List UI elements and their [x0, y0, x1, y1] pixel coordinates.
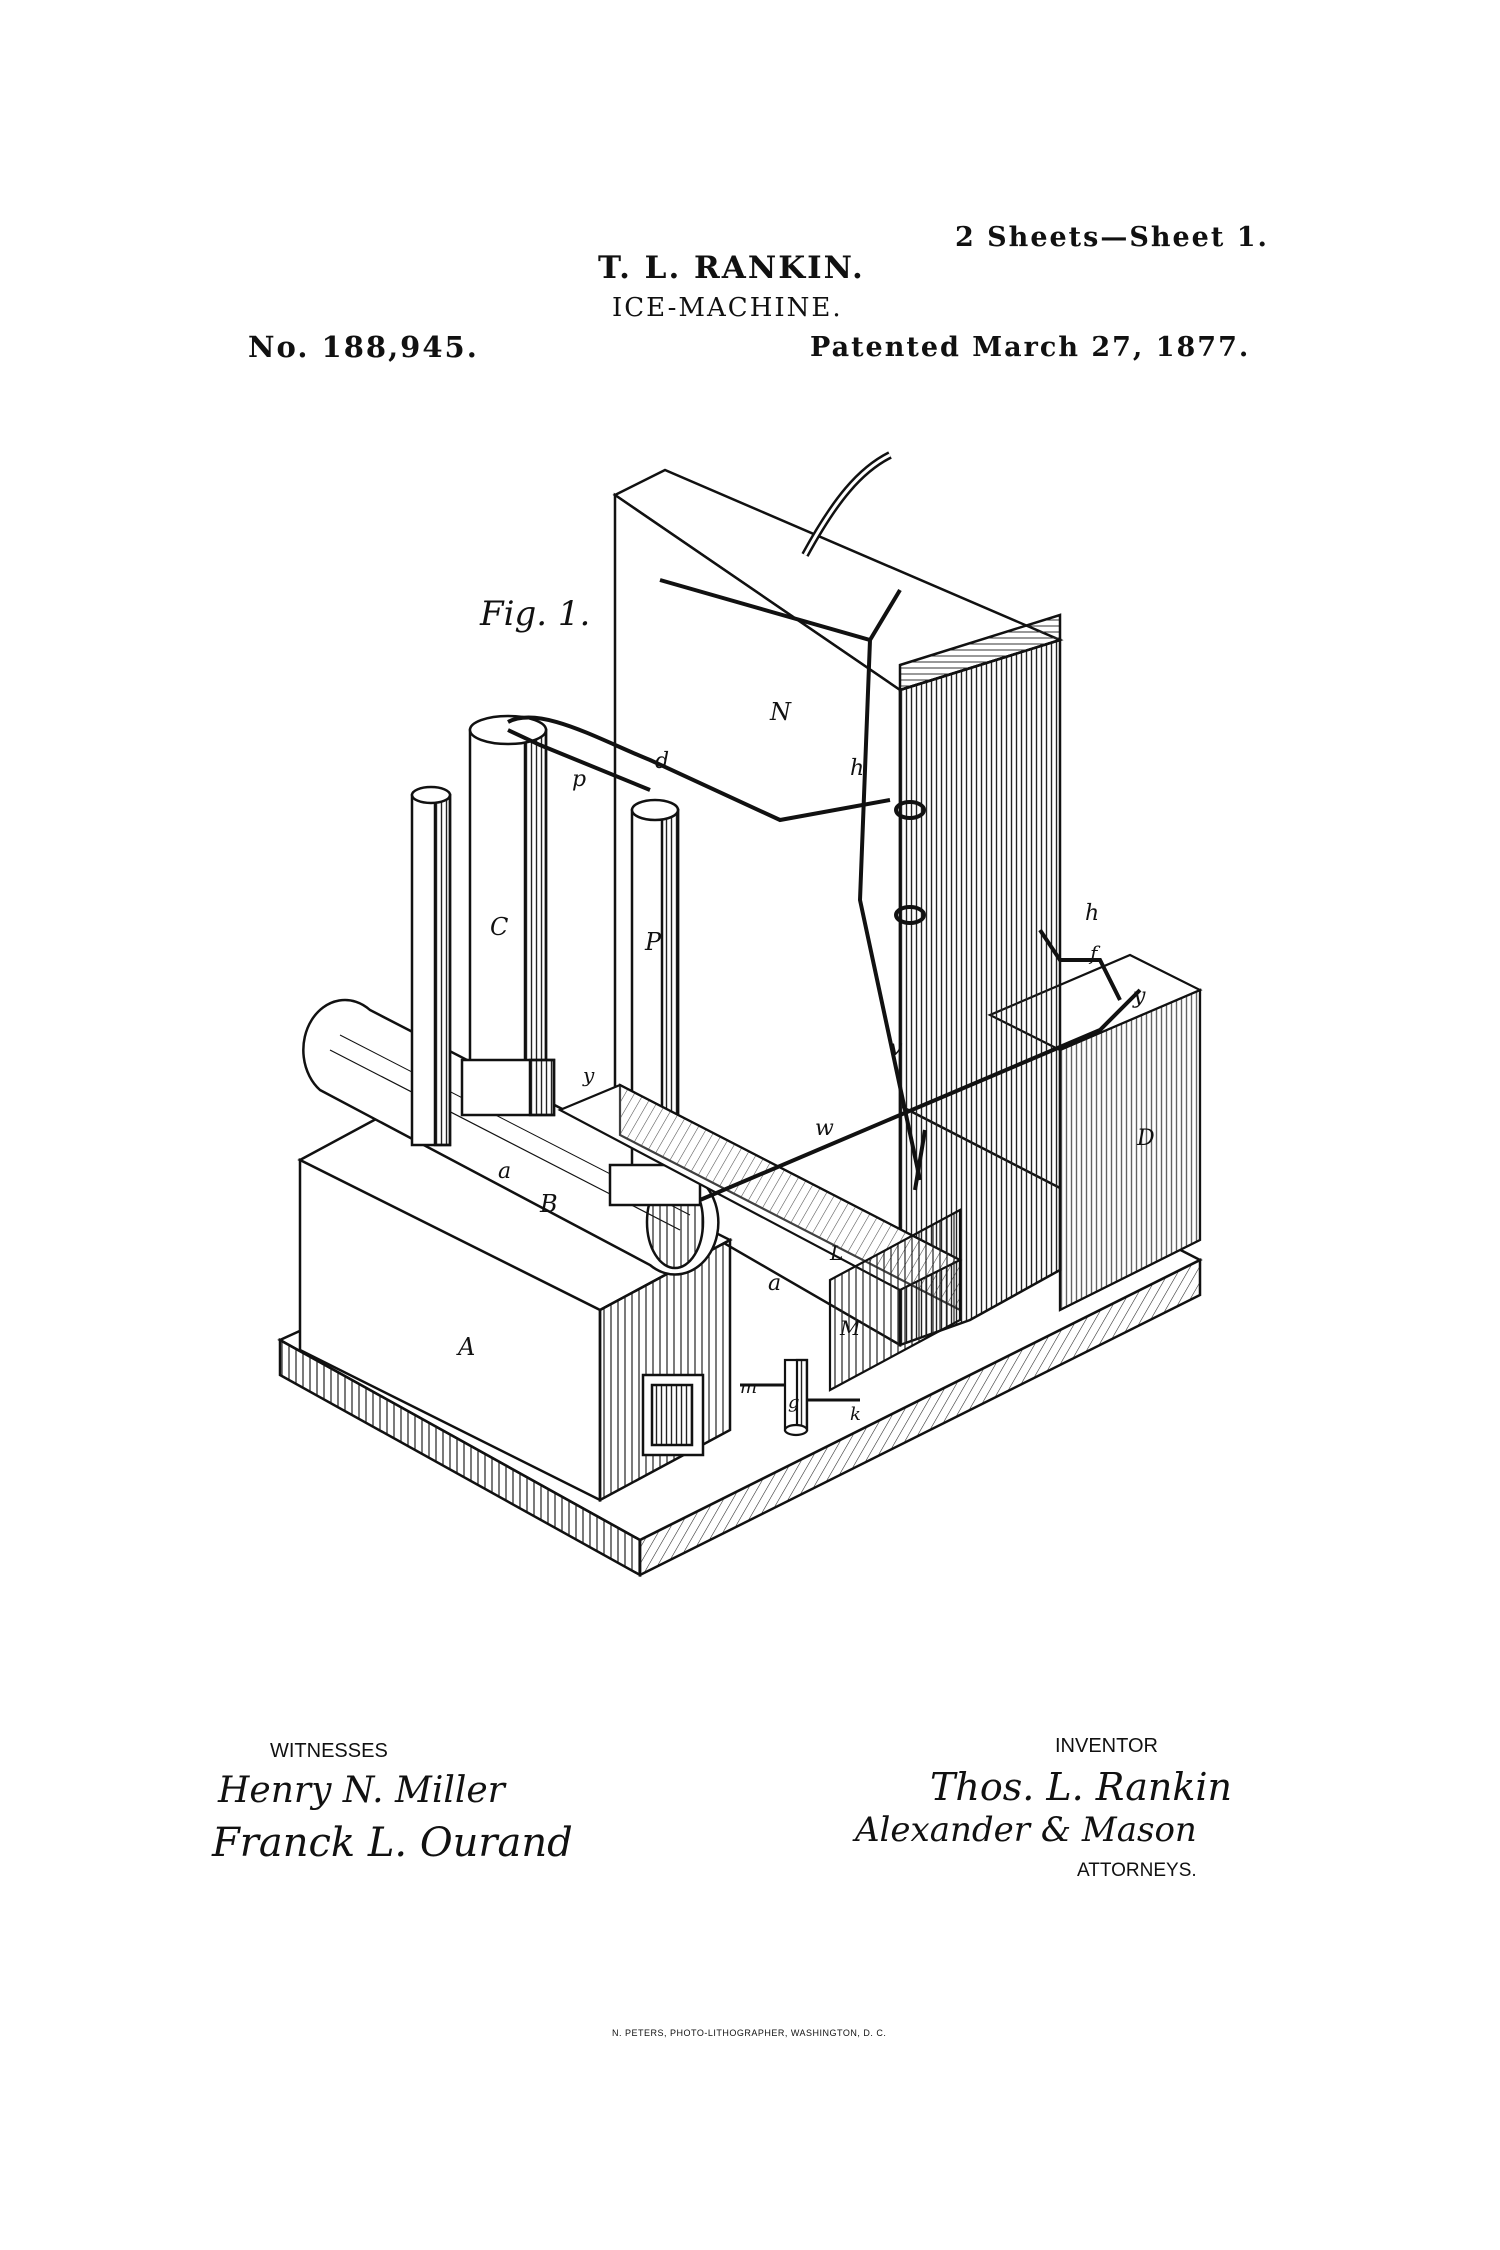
ref-y1: y — [582, 1063, 595, 1087]
ref-y2: y — [1132, 984, 1146, 1009]
ref-a2: a — [768, 1271, 781, 1296]
ref-P: P — [644, 928, 662, 956]
pipe-left — [410, 785, 452, 1147]
ref-D: D — [1136, 1126, 1155, 1151]
ref-L: L — [829, 1241, 843, 1265]
figure-label: Fig. 1. — [479, 594, 590, 634]
ref-B: B — [539, 1190, 558, 1218]
ref-N: N — [769, 698, 792, 726]
patent-number: No. 188,945. — [248, 330, 479, 364]
ref-M: M — [839, 1316, 861, 1340]
column-C — [460, 714, 556, 1117]
ref-d: d — [655, 749, 669, 774]
patented-date: Patented March 27, 1877. — [810, 332, 1251, 363]
ref-k: k — [850, 1404, 861, 1425]
ref-v: v — [890, 1036, 903, 1061]
ref-h2: h — [1085, 901, 1099, 926]
inventor-signature: Thos. L. Rankin — [930, 1765, 1233, 1809]
trough-L — [557, 1083, 963, 1392]
pipes — [507, 578, 1142, 1202]
ref-h1: h — [850, 756, 864, 781]
ref-A: A — [456, 1333, 475, 1361]
ref-C: C — [490, 913, 508, 941]
valve-g — [740, 1358, 860, 1437]
ref-p: p — [572, 767, 586, 792]
printer-credit: N. PETERS, PHOTO-LITHOGRAPHER, WASHINGTO… — [612, 2028, 887, 2038]
inventor-name: T. L. RANKIN. — [598, 250, 865, 286]
witnesses-label: WITNESSES — [270, 1740, 388, 1762]
ice-machine-drawing: Fig. 1. A B C P N D a a d p h h v w y y … — [277, 451, 1203, 1578]
witness-signature-1: Henry N. Miller — [218, 1770, 505, 1811]
ref-a1: a — [498, 1159, 511, 1184]
inventor-label: INVENTOR — [1055, 1735, 1158, 1757]
ref-g: g — [788, 1392, 800, 1413]
furnace-A — [297, 1088, 733, 1503]
ref-w: w — [815, 1116, 834, 1141]
attorneys-label: ATTORNEYS. — [1077, 1860, 1197, 1881]
sheet-count: 2 Sheets—Sheet 1. — [955, 222, 1269, 253]
ref-m: m — [740, 1377, 757, 1398]
witness-signature-2: Franck L. Ourand — [212, 1820, 573, 1866]
attorney-signature: Alexander & Mason — [855, 1810, 1197, 1850]
invention-title: ICE-MACHINE. — [612, 293, 843, 323]
